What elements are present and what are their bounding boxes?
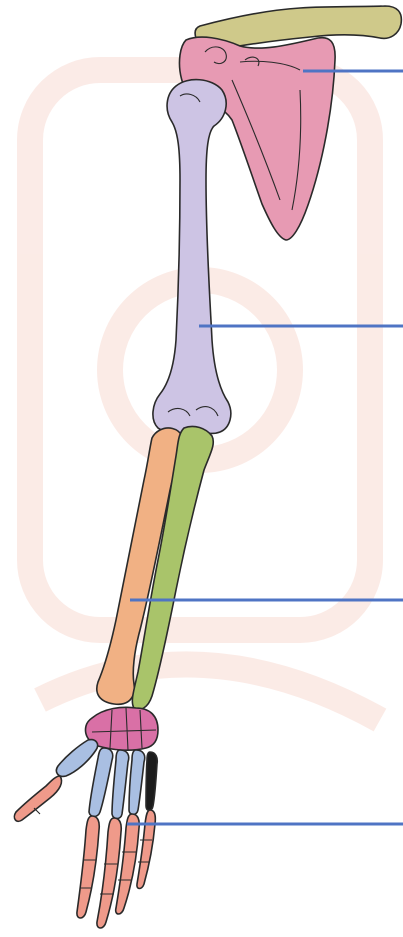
metacarpal-little [146,752,157,811]
phalanges-index [77,816,99,918]
metacarpal-ring [129,750,145,815]
humerus-bone [153,80,231,434]
metacarpal-middle [112,750,129,819]
metacarpal-bones [56,740,157,819]
metacarpal-index [89,748,113,817]
phalanges-thumb [14,776,61,821]
metacarpal-thumb [56,740,97,777]
